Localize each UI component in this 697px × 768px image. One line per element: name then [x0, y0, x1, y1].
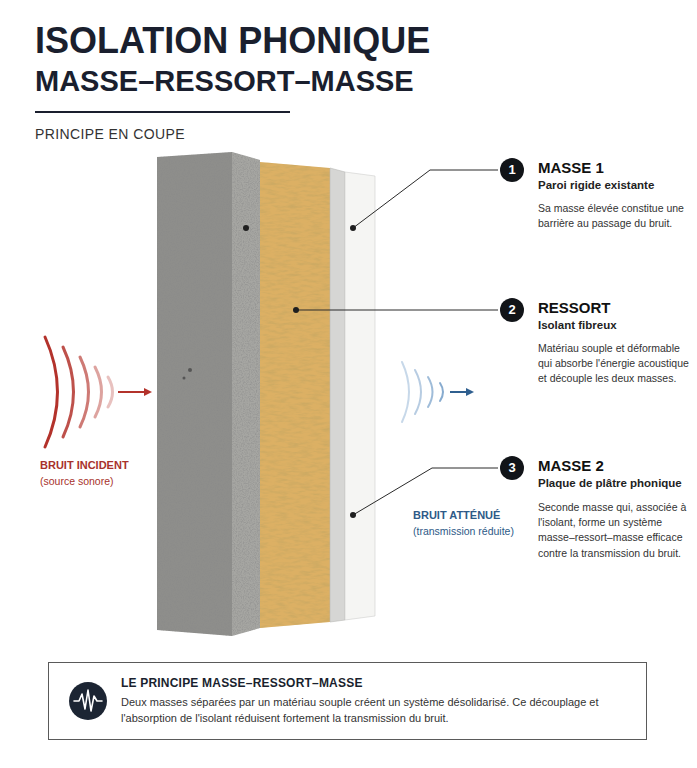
- callout-subheading: Isolant fibreux: [538, 319, 617, 333]
- subtitle: MASSE–RESSORT–MASSE: [35, 64, 414, 99]
- sound-label: BRUIT INCIDENT: [40, 459, 129, 472]
- callout-number: 1: [500, 162, 524, 178]
- section-caption: PRINCIPE EN COUPE: [35, 126, 185, 143]
- sound-note: (transmission réduite): [413, 525, 514, 538]
- callout-subheading: Paroi rigide existante: [538, 179, 654, 193]
- callout-body: Seconde masse qui, associée à l'isolant,…: [538, 500, 690, 561]
- callout-heading: MASSE 2: [538, 457, 604, 475]
- diagram-title: ISOLATION PHONIQUE: [35, 20, 430, 61]
- callout-heading: RESSORT: [538, 299, 611, 317]
- callout-number: 2: [500, 302, 524, 318]
- callout-body: Sa masse élevée constitue une barrière a…: [538, 201, 690, 231]
- principle-box: LE PRINCIPE MASSE–RESSORT–MASSE Deux mass…: [48, 662, 647, 740]
- sound-label: BRUIT ATTÉNUÉ: [413, 509, 500, 522]
- callout-body: Matériau souple et déformable qui absorb…: [538, 341, 690, 387]
- callout-heading: MASSE 1: [538, 159, 604, 177]
- box-body: Deux masses séparées par un matériau sou…: [121, 695, 632, 727]
- sound-note: (source sonore): [40, 475, 114, 488]
- callout-subheading: Plaque de plâtre phonique: [538, 477, 682, 491]
- box-heading: LE PRINCIPE MASSE–RESSORT–MASSE: [121, 676, 632, 690]
- callout-number: 3: [500, 460, 524, 476]
